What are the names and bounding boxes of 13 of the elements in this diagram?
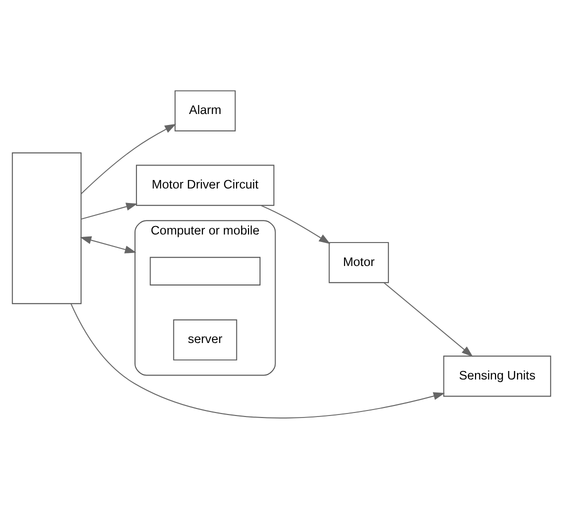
node-box <box>12 152 82 304</box>
node-box <box>150 256 260 286</box>
arrow <box>70 302 445 418</box>
arrow <box>80 202 138 220</box>
node-box: Motor Driver Circuit <box>136 164 274 206</box>
node-box: Motor <box>328 242 389 283</box>
node-box: server <box>173 318 238 360</box>
node-box: Alarm <box>174 90 236 131</box>
arrow <box>80 123 176 194</box>
node-box: Sensing Units <box>443 355 552 396</box>
arrow <box>260 204 330 244</box>
arrow <box>80 236 136 253</box>
arrow <box>383 282 474 356</box>
